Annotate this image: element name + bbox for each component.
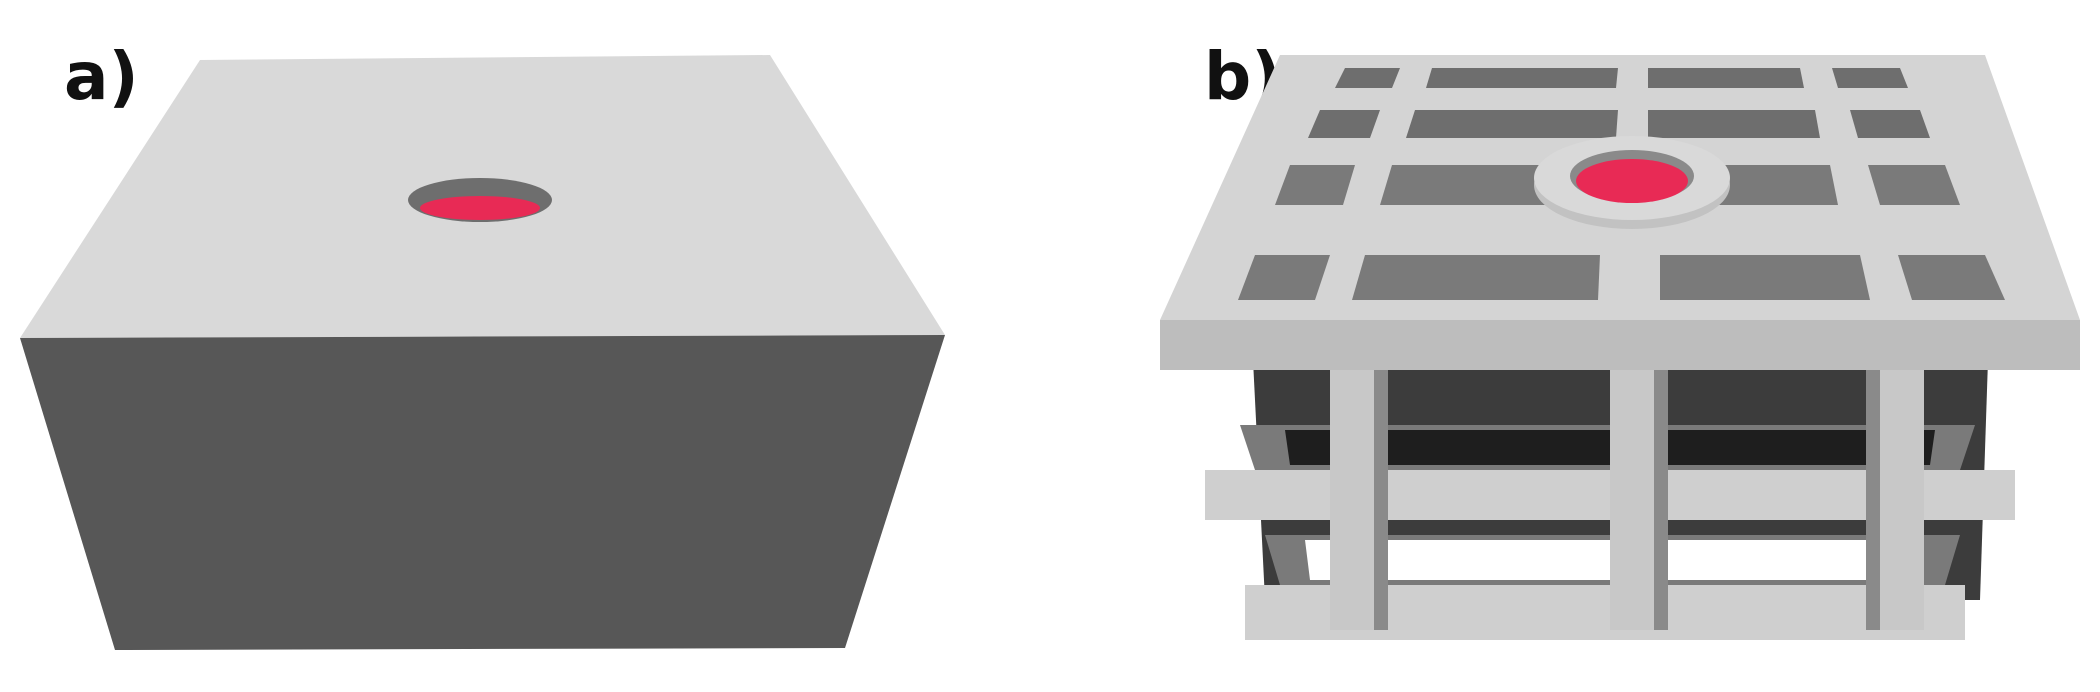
center-ring-red-fill	[1576, 159, 1688, 203]
hole	[408, 178, 552, 222]
cage-vertical-posts	[1330, 330, 1924, 630]
panel-label-a: a)	[64, 38, 139, 115]
cage-post	[1880, 330, 1924, 630]
cage-post	[1610, 330, 1654, 630]
lattice-cage	[1160, 55, 2080, 640]
hole-red-bottom	[420, 196, 540, 220]
cage-post	[1330, 330, 1374, 630]
solid-block-front-face	[20, 335, 945, 650]
cage-top-grid	[1160, 55, 2080, 370]
solid-block	[20, 55, 945, 650]
center-ring	[1534, 136, 1730, 229]
grid-side-face	[1160, 320, 2080, 370]
